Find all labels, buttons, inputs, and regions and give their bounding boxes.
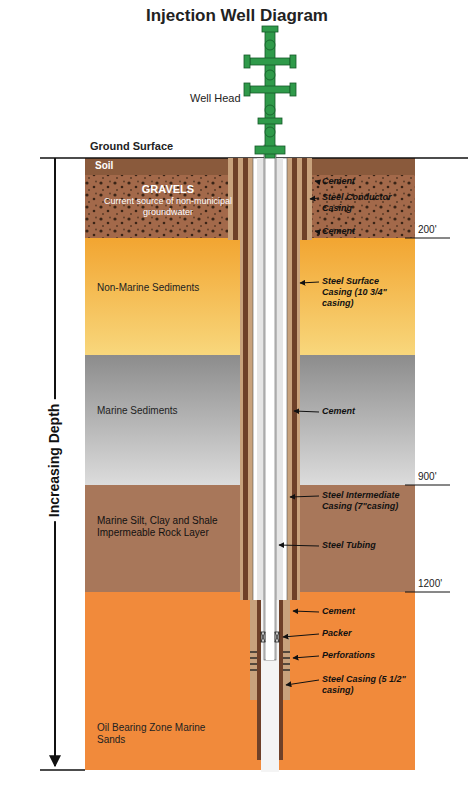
- conductor-casing: [233, 158, 238, 240]
- packer: [261, 632, 279, 642]
- callout-label: Cement: [322, 606, 402, 617]
- conductor-casing: [302, 158, 307, 240]
- callout-label: Cement: [322, 406, 402, 417]
- leader-line: [300, 282, 319, 283]
- surface-casing: [292, 158, 297, 600]
- stratum-text: GRAVELSCurrent source of non-municipal g…: [103, 183, 233, 218]
- perforations: [250, 652, 290, 670]
- oil-band: [85, 592, 415, 770]
- depth-bottom: [40, 769, 85, 771]
- leader-line: [293, 611, 319, 612]
- well-head-label: Well Head: [190, 92, 250, 105]
- callout-label: Perforations: [322, 650, 402, 661]
- callout-label: Steel Casing (5 1/2" casing): [322, 674, 412, 696]
- stratum-name: Non-Marine Sediments: [97, 282, 232, 294]
- callout-label: Cement: [322, 176, 402, 187]
- callout-label: Steel Tubing: [322, 540, 402, 551]
- leader-line: [315, 181, 319, 182]
- surface-casing: [243, 158, 248, 600]
- stratum-band: Soil: [85, 158, 415, 175]
- stratum-text: Marine Silt, Clay and Shale Impermeable …: [97, 515, 232, 539]
- stratum-band: GRAVELSCurrent source of non-municipal g…: [85, 175, 415, 238]
- leader-line: [279, 545, 319, 546]
- depth-axis-label: Increasing Depth: [44, 399, 65, 521]
- stratum-name: Oil Bearing Zone Marine Sands: [97, 722, 217, 746]
- callout-label: Steel Intermediate Casing (7"casing): [322, 490, 412, 512]
- depth-mark: 900': [418, 471, 468, 483]
- depth-tick: [405, 592, 450, 593]
- depth-mark: 200': [418, 224, 468, 236]
- depth-top: [40, 157, 85, 159]
- stratum-name: Marine Silt, Clay and Shale Impermeable …: [97, 515, 232, 539]
- leader-line: [315, 231, 319, 232]
- well-head: [244, 26, 296, 158]
- stratum-text: Oil Bearing Zone Marine Sands: [97, 722, 217, 746]
- callout-label: Steel Conductor Casing: [322, 192, 402, 214]
- steel-casing: [257, 600, 261, 760]
- callout-label: Cement: [322, 226, 402, 237]
- leader-line: [310, 198, 319, 199]
- stratum-text: Soil: [95, 160, 215, 172]
- stratum-name: GRAVELS: [103, 183, 233, 196]
- stratum-text: Marine Sediments: [97, 405, 232, 417]
- stratum-text: Non-Marine Sediments: [97, 282, 232, 294]
- stratum-band: Marine Sediments: [85, 355, 415, 485]
- leader-line: [294, 411, 319, 412]
- leader-line: [290, 496, 319, 497]
- leader-line: [293, 656, 319, 658]
- depth-tick: [405, 238, 450, 239]
- stratum-name: Soil: [95, 160, 215, 172]
- steel-casing: [279, 600, 283, 760]
- callout-label: Steel Surface Casing (10 3/4" casing): [322, 276, 410, 308]
- stratum-note: Current source of non-municipal groundwa…: [103, 196, 233, 218]
- depth-tick: [405, 485, 450, 486]
- diagram-title: Injection Well Diagram: [0, 6, 474, 26]
- leader-line: [283, 634, 319, 637]
- ground-label: Ground Surface: [90, 140, 200, 153]
- callout-label: Packer: [322, 628, 402, 639]
- depth-mark: 1200': [418, 578, 468, 590]
- tubing: [264, 145, 276, 660]
- stratum-name: Marine Sediments: [97, 405, 232, 417]
- leader-line: [286, 680, 319, 685]
- tubing-bore: [266, 145, 274, 660]
